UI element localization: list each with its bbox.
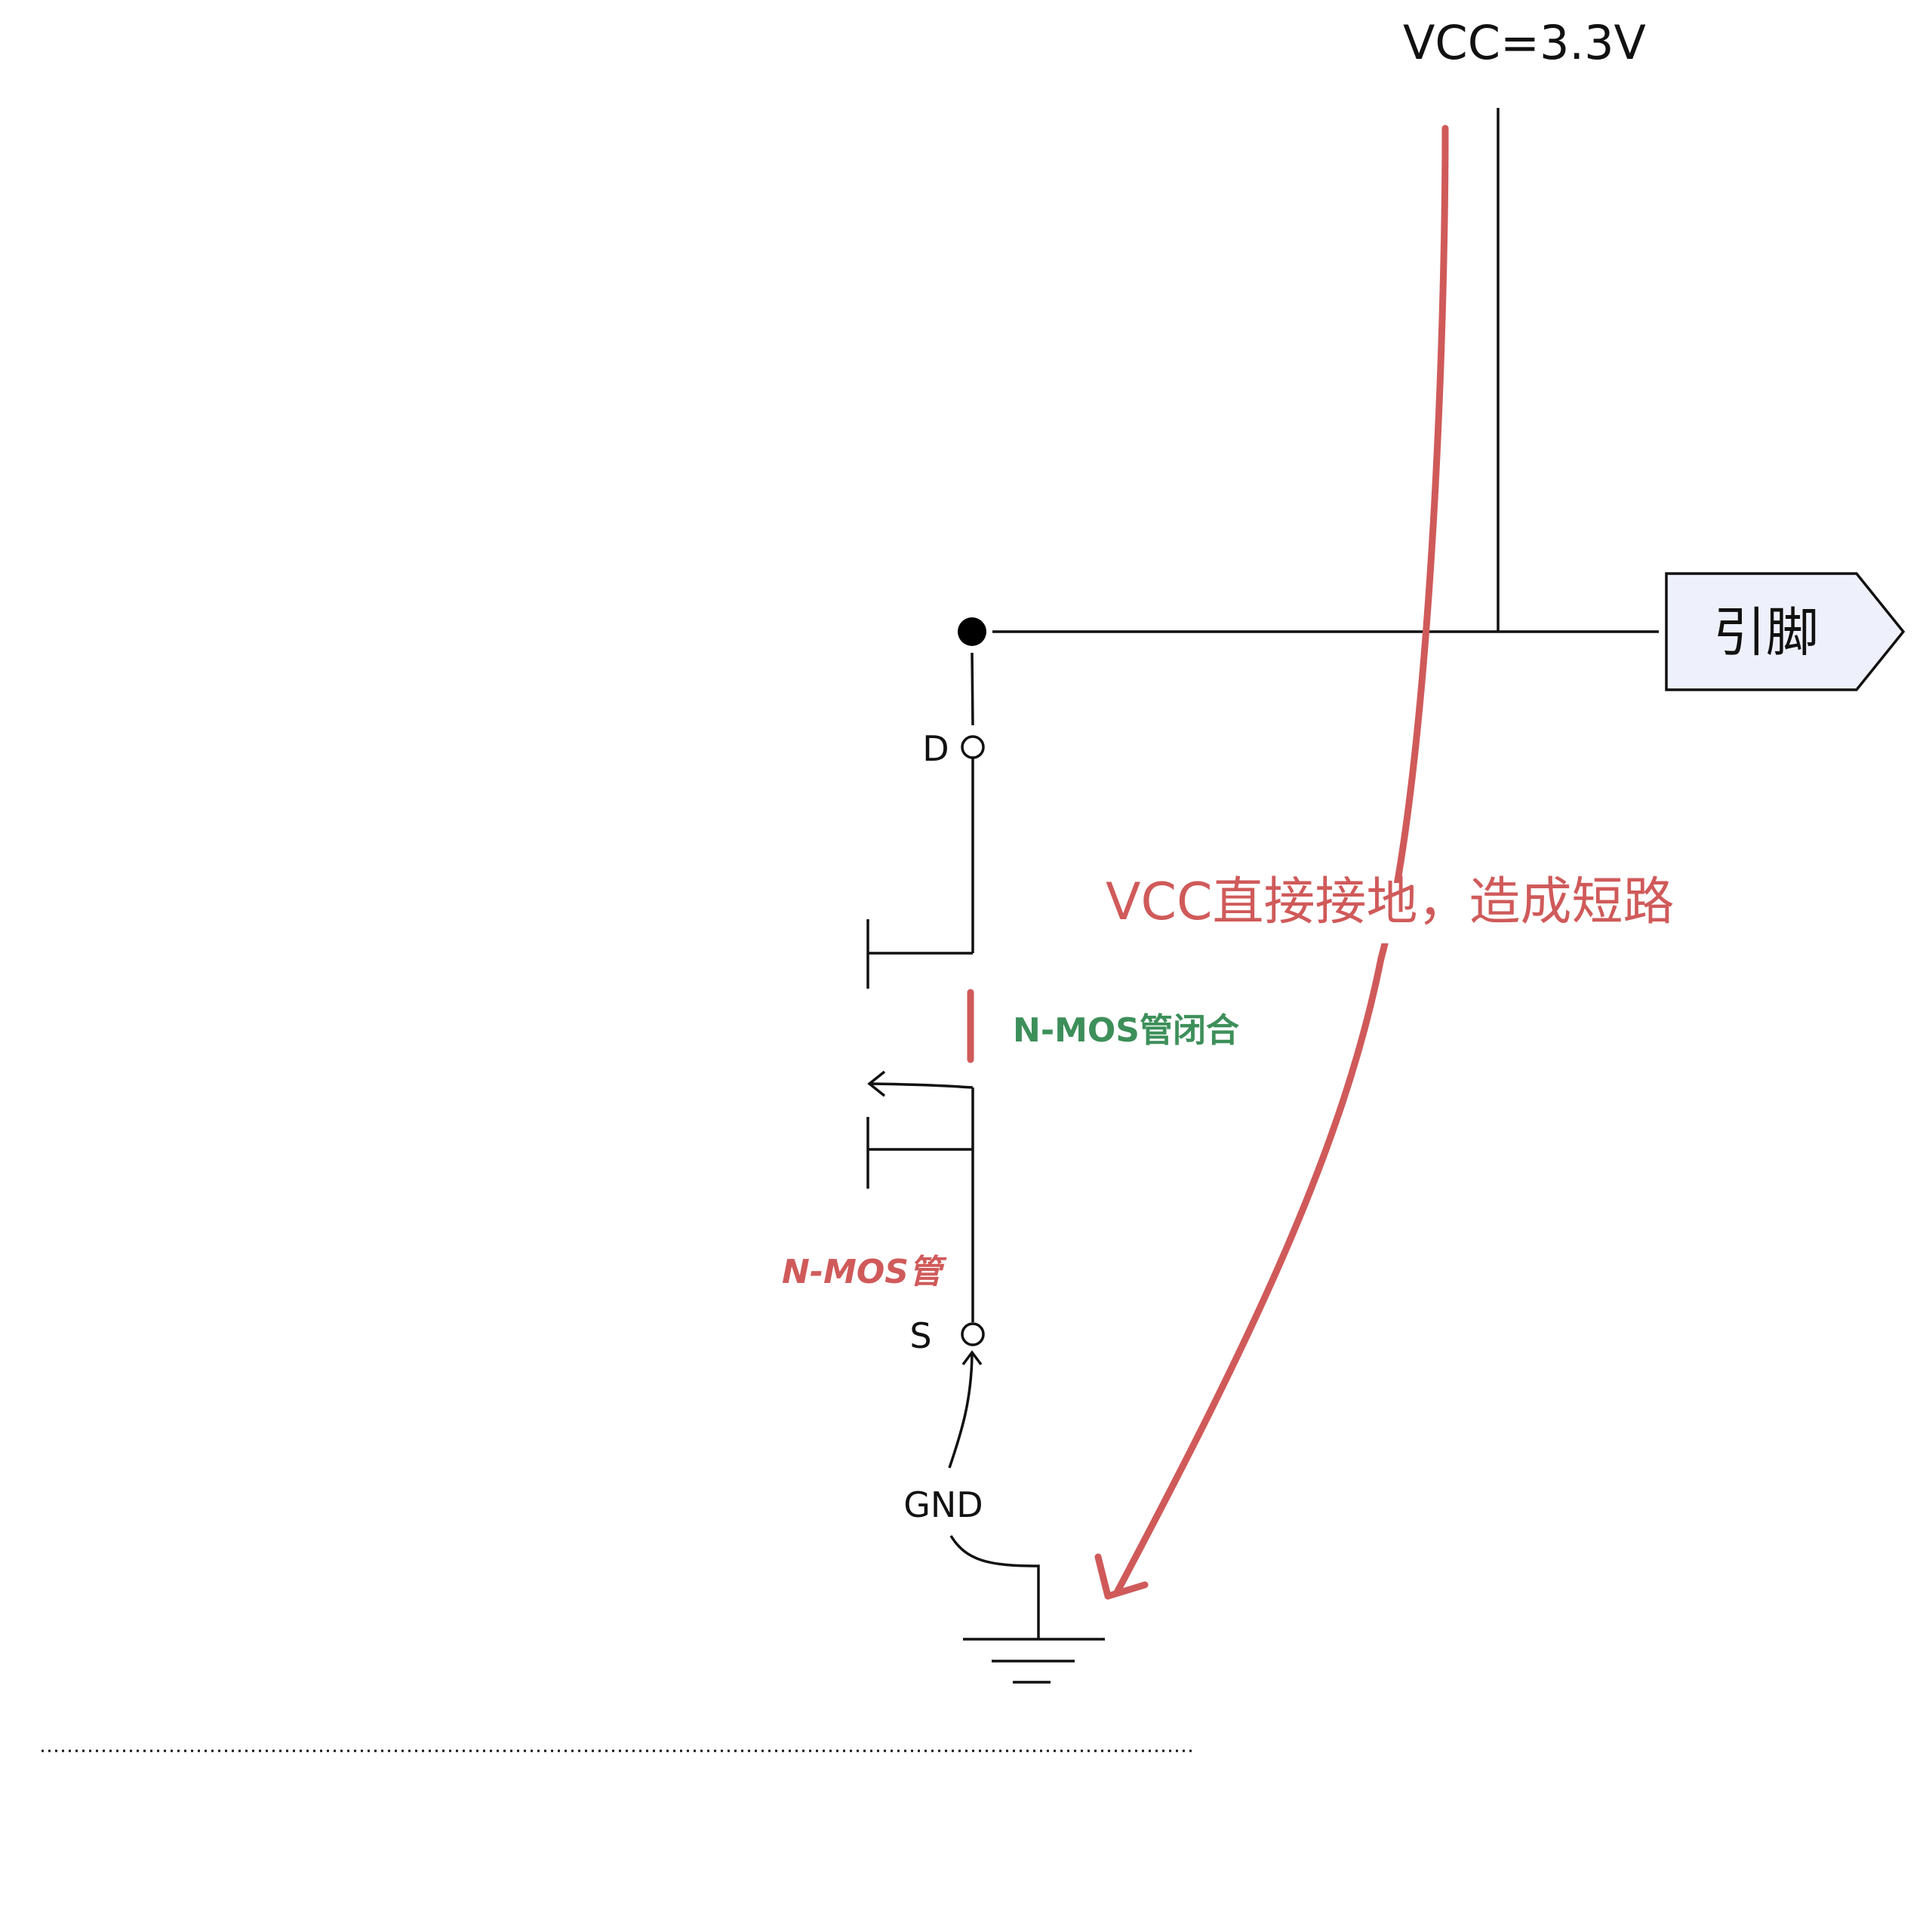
- gnd-to-source-wire: [948, 1354, 974, 1469]
- gnd-wire: [949, 1535, 1040, 1639]
- mos-state-label: N-MOS管闭合: [1013, 1011, 1239, 1050]
- short-note-mask: [1381, 883, 1411, 943]
- drain-terminal[interactable]: [961, 735, 985, 759]
- body-arrow-line: [869, 1082, 974, 1089]
- junction-node: [958, 617, 986, 646]
- source-terminal[interactable]: [961, 1322, 985, 1346]
- body-arrow-head: [867, 1070, 886, 1097]
- mos-name-label: N-MOS管: [782, 1253, 947, 1291]
- gnd-label: GND: [903, 1484, 983, 1525]
- pin-connector[interactable]: [1665, 572, 1906, 691]
- ground-icon: [963, 1638, 1105, 1684]
- drain-lead: [971, 652, 974, 726]
- pin-label: 引脚: [1713, 601, 1819, 663]
- gnd-to-source-arrow-head: [961, 1350, 983, 1366]
- source-label: S: [909, 1315, 931, 1356]
- short-circuit-note: VCC直接接地，造成短路: [1106, 872, 1674, 932]
- short-circuit-arrow-head: [1094, 1553, 1149, 1600]
- drain-label: D: [922, 728, 949, 769]
- short-circuit-arrow: [1113, 125, 1449, 1596]
- vcc-label: VCC=3.3V: [1403, 15, 1646, 70]
